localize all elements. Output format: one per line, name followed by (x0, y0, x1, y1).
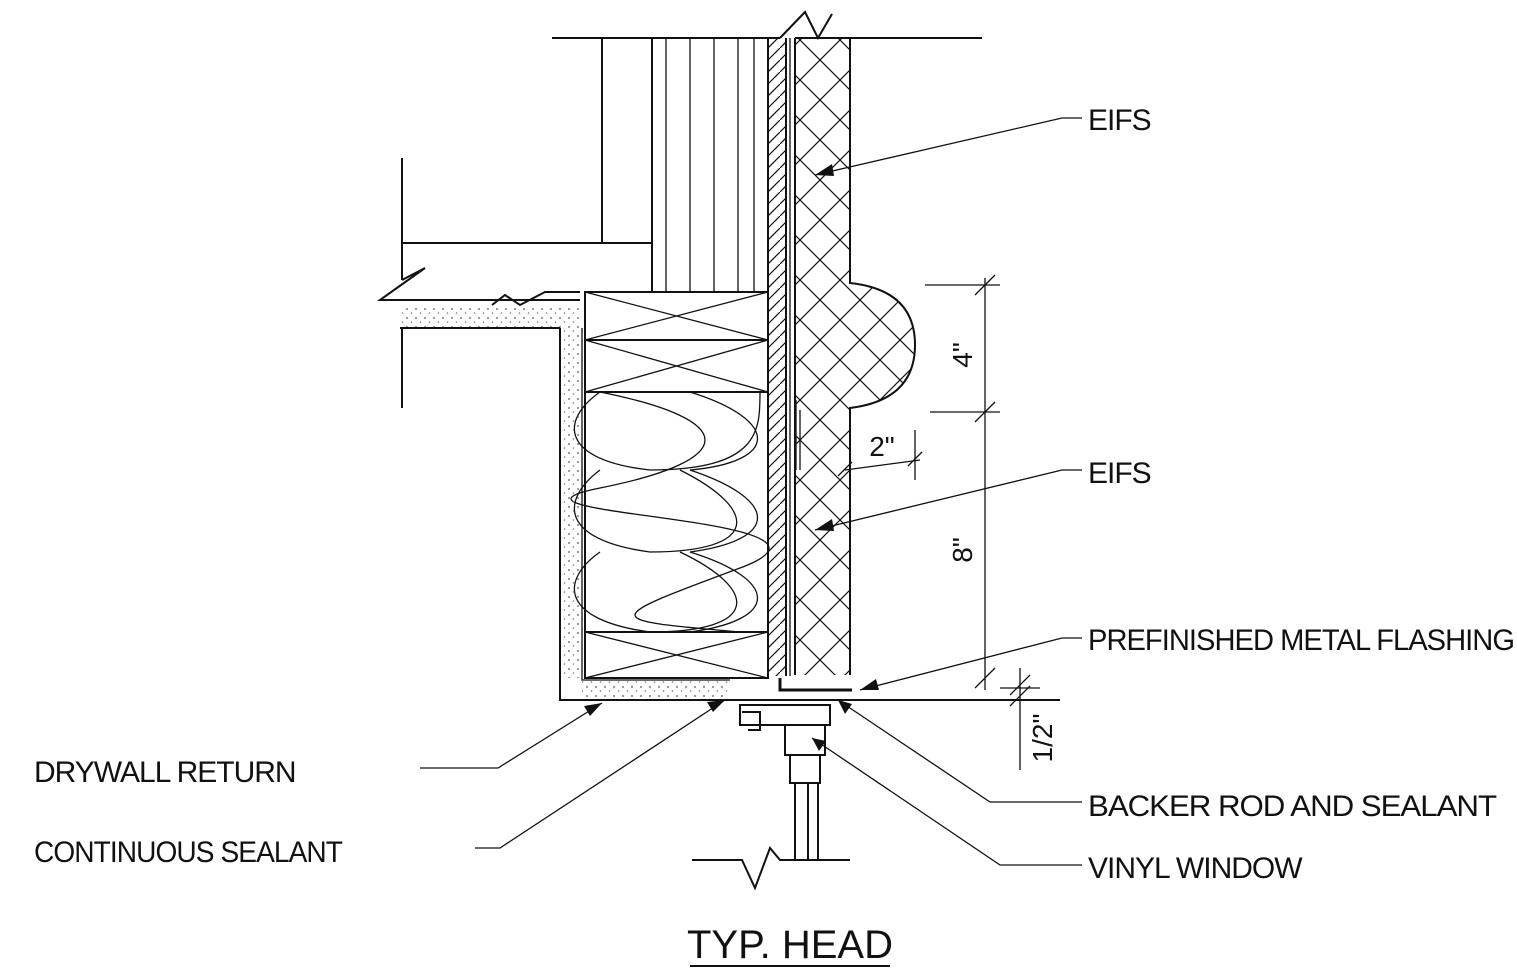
dimension-lines (837, 274, 1040, 770)
drawing-title: TYP. HEAD (687, 923, 893, 967)
label-eifs-lower: EIFS (1088, 457, 1151, 490)
label-backer-rod: BACKER ROD AND SEALANT (1088, 790, 1497, 823)
stud-elevation (601, 38, 769, 292)
eifs-panel (794, 37, 917, 675)
batt-insulation (570, 391, 770, 633)
label-flashing: PREFINISHED METAL FLASHING (1088, 624, 1514, 657)
dimension-2-inch: 2" (869, 431, 895, 462)
label-vinyl-window: VINYL WINDOW (1088, 852, 1303, 885)
label-continuous-sealant: CONTINUOUS SEALANT (34, 836, 343, 869)
dimension-4-inch: 4" (947, 342, 978, 368)
dimension-half-inch: 1/2" (1027, 714, 1058, 763)
floor-assembly (376, 158, 652, 408)
dimension-8-inch: 8" (947, 537, 978, 563)
label-drywall-return: DRYWALL RETURN (34, 756, 296, 789)
leader-lines (420, 117, 1082, 866)
top-break-line (779, 10, 833, 41)
window-frame (692, 678, 1060, 891)
drywall-return (559, 328, 730, 701)
label-eifs-upper: EIFS (1088, 104, 1151, 137)
